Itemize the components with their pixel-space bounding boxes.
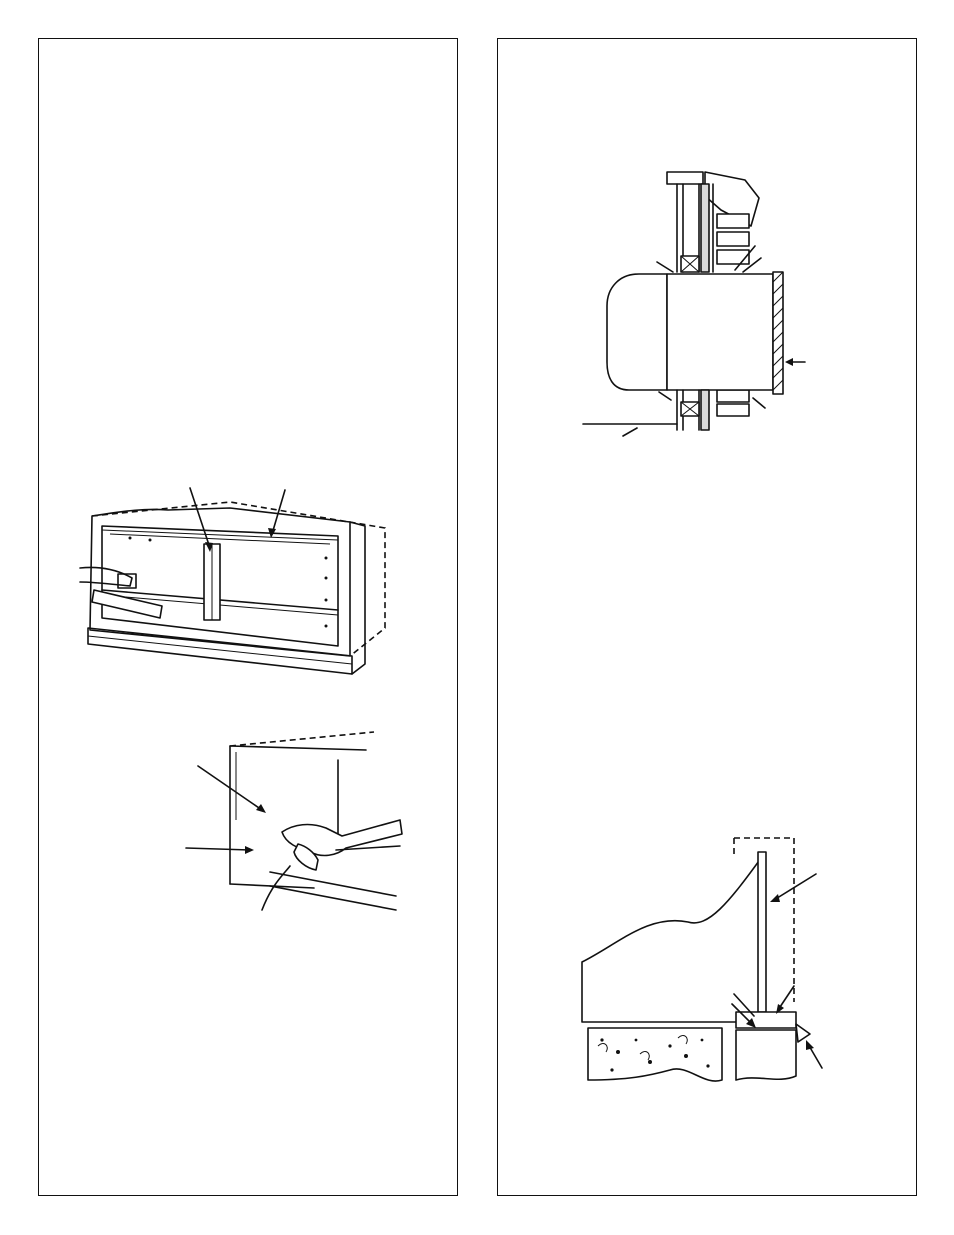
figure-hand-drilling	[185, 731, 403, 911]
leader-arrow-icon	[731, 1003, 753, 1025]
leader-arrow-icon	[734, 245, 756, 271]
left-page-panel	[38, 38, 458, 1196]
hand-icon	[293, 843, 319, 871]
leader-arrow-icon	[656, 261, 674, 273]
leader-arrow-icon	[197, 765, 263, 811]
hand-icon	[79, 566, 133, 587]
leader-arrow-icon	[742, 257, 762, 273]
leader-arrow-icon	[189, 487, 211, 549]
leader-arrow-icon	[271, 489, 286, 535]
leader-arrow-icon	[733, 993, 755, 1017]
leader-arrow-icon	[658, 391, 672, 401]
leader-arrow-icon	[773, 873, 817, 901]
drill-icon	[281, 819, 403, 857]
leader-arrow-icon	[752, 397, 766, 409]
level-tool	[91, 589, 163, 619]
leader-arrow-icon	[622, 427, 638, 437]
figure-floor-section	[581, 837, 823, 1082]
leader-arrow-icon	[185, 847, 251, 851]
figure-wall-section	[582, 171, 806, 437]
figure-sleeve-brace-level	[79, 487, 386, 675]
